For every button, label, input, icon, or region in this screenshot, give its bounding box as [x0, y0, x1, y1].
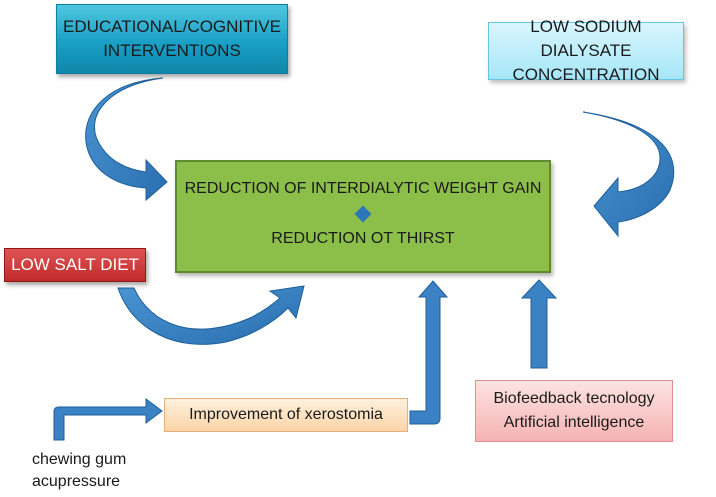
curved-arrow-educational — [85, 77, 168, 202]
curved-arrow-sodium — [582, 111, 675, 238]
elbow-arrow-chewing-gum — [53, 398, 163, 441]
center-line-thirst: REDUCTION OT THIRST — [271, 229, 455, 247]
elbow-arrow-xerostomia — [409, 280, 449, 425]
biofeedback-line-1: Biofeedback tecnology — [493, 390, 655, 407]
up-arrow-biofeedback — [520, 279, 558, 369]
xerostomia-label: Improvement of xerostomia — [189, 406, 383, 423]
acupressure-line: acupressure — [32, 473, 121, 490]
diamond-bullet-icon — [354, 205, 372, 222]
biofeedback-line-2: Artificial intelligence — [503, 414, 645, 431]
central-outcome-box: REDUCTION OF INTERDIALYTIC WEIGHT GAIN R… — [175, 160, 551, 273]
salt-label: LOW SALT DIET — [11, 255, 139, 274]
educational-line-1: EDUCATIONAL/COGNITIVE — [63, 17, 281, 36]
sodium-line-2: CONCENTRATION — [512, 65, 660, 84]
educational-cognitive-interventions-box: EDUCATIONAL/COGNITIVE INTERVENTIONS — [56, 4, 288, 74]
center-line-weight-gain: REDUCTION OF INTERDIALYTIC WEIGHT GAIN — [184, 179, 542, 197]
curved-arrow-salt-diet — [117, 285, 305, 345]
sodium-line-1: LOW SODIUM DIALYSATE — [530, 17, 642, 60]
low-salt-diet-box: LOW SALT DIET — [4, 248, 146, 282]
xerostomia-box: Improvement of xerostomia — [164, 398, 408, 432]
biofeedback-ai-box: Biofeedback tecnology Artificial intelli… — [475, 380, 673, 442]
educational-line-2: INTERVENTIONS — [103, 41, 241, 60]
chewing-gum-acupressure-label: chewing gum acupressure — [32, 449, 126, 493]
low-sodium-dialysate-box: LOW SODIUM DIALYSATE CONCENTRATION — [488, 17, 684, 84]
chewing-gum-line: chewing gum — [32, 451, 127, 468]
